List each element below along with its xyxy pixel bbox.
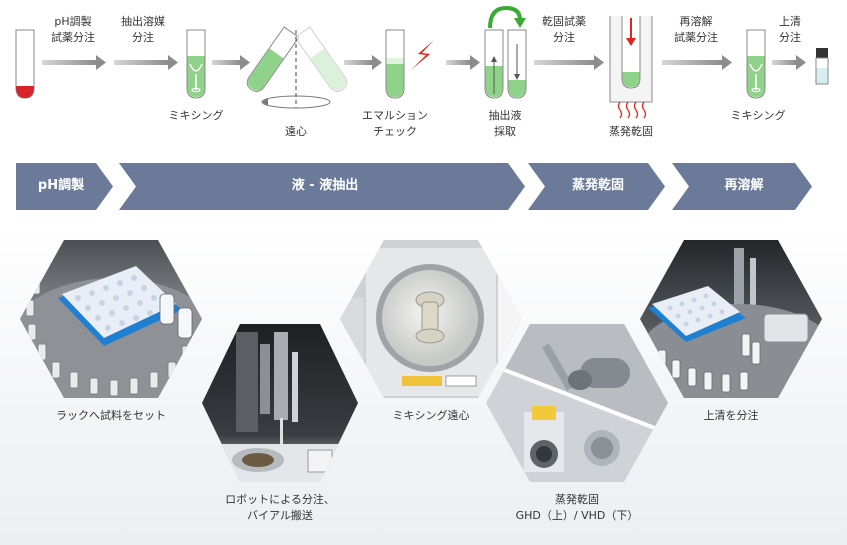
flow-arrow-icon <box>534 55 604 70</box>
stage-chevron-redissolve <box>672 163 812 210</box>
mixing-tube-icon <box>746 29 766 99</box>
stage-chevron-extraction <box>119 163 525 210</box>
caption-mixing-centrifuge: ミキシング遠心 <box>392 409 470 422</box>
step-label-extract: 抽出液 <box>488 109 522 122</box>
step-label-emulsion: エマルション <box>362 109 428 122</box>
photo-evaporator <box>486 324 668 482</box>
mixing-tube-icon <box>186 29 206 99</box>
step-label-mixing-2: ミキシング <box>730 109 786 122</box>
stage-label-ph: pH調製 <box>37 178 85 193</box>
flow-arrow-icon <box>772 55 806 70</box>
step-label-evaporate: 蒸発乾固 <box>609 125 653 138</box>
step-label-ph-adjust: pH調製 <box>54 15 92 28</box>
step-label-dry-dispense: 分注 <box>553 31 575 44</box>
step-label-collect: 採取 <box>494 125 516 138</box>
flow-arrow-icon <box>662 55 732 70</box>
step-label-extraction-solvent: 抽出溶媒 <box>121 15 165 28</box>
transfer-arrow-icon <box>488 5 526 29</box>
step-label-centrifuge: 遠心 <box>285 125 307 138</box>
caption-robot-line1: ロボットによる分注、 <box>225 493 335 506</box>
evaporator-icon <box>609 16 653 119</box>
step-label-dispense: 分注 <box>132 31 154 44</box>
step-label-reagent-dispense: 試薬分注 <box>51 31 95 44</box>
centrifuge-icon <box>246 26 348 109</box>
flow-arrow-icon <box>446 55 480 70</box>
stage-chevron-ph <box>16 163 113 210</box>
step-label-mixing: ミキシング <box>168 109 224 122</box>
step-label-supernatant: 上清 <box>779 15 801 28</box>
step-label-check: チェック <box>373 125 417 138</box>
process-flow-diagram <box>15 5 829 119</box>
photo-supernatant-dispense <box>640 240 822 398</box>
step-label-redissolve-dispense: 試薬分注 <box>674 31 718 44</box>
step-label-supernatant-dispense: 分注 <box>779 31 801 44</box>
caption-robot-line2: バイアル搬送 <box>247 509 313 522</box>
emulsion-check-tube-icon <box>385 29 405 99</box>
step-label-redissolve: 再溶解 <box>679 15 713 28</box>
sample-tube-icon <box>15 29 35 99</box>
vial-icon <box>815 48 829 85</box>
stage-bar <box>16 163 812 210</box>
step-label-dry-reagent: 乾固試薬 <box>542 15 586 28</box>
caption-supernatant: 上清を分注 <box>703 409 759 422</box>
caption-evaporator-line2: GHD（上）/ VHD（下） <box>515 509 639 522</box>
photo-rack-samples <box>20 240 202 398</box>
stage-label-extraction: 液 - 液抽出 <box>291 178 359 193</box>
photo-robot-dispense <box>202 324 358 482</box>
caption-evaporator-line1: 蒸発乾固 <box>555 493 599 506</box>
flow-arrow-icon <box>42 55 106 70</box>
extraction-tubes-icon <box>484 29 527 99</box>
caption-rack-samples: ラックへ試料をセット <box>56 409 166 422</box>
photo-mixing-centrifuge <box>340 240 522 398</box>
stage-label-redissolve: 再溶解 <box>724 178 764 193</box>
flow-arrow-icon <box>114 55 178 70</box>
flow-arrow-icon <box>212 55 250 70</box>
stage-chevron-evaporation <box>528 163 665 210</box>
stage-label-evaporation: 蒸発乾固 <box>571 178 624 193</box>
flow-arrow-icon <box>344 55 382 70</box>
